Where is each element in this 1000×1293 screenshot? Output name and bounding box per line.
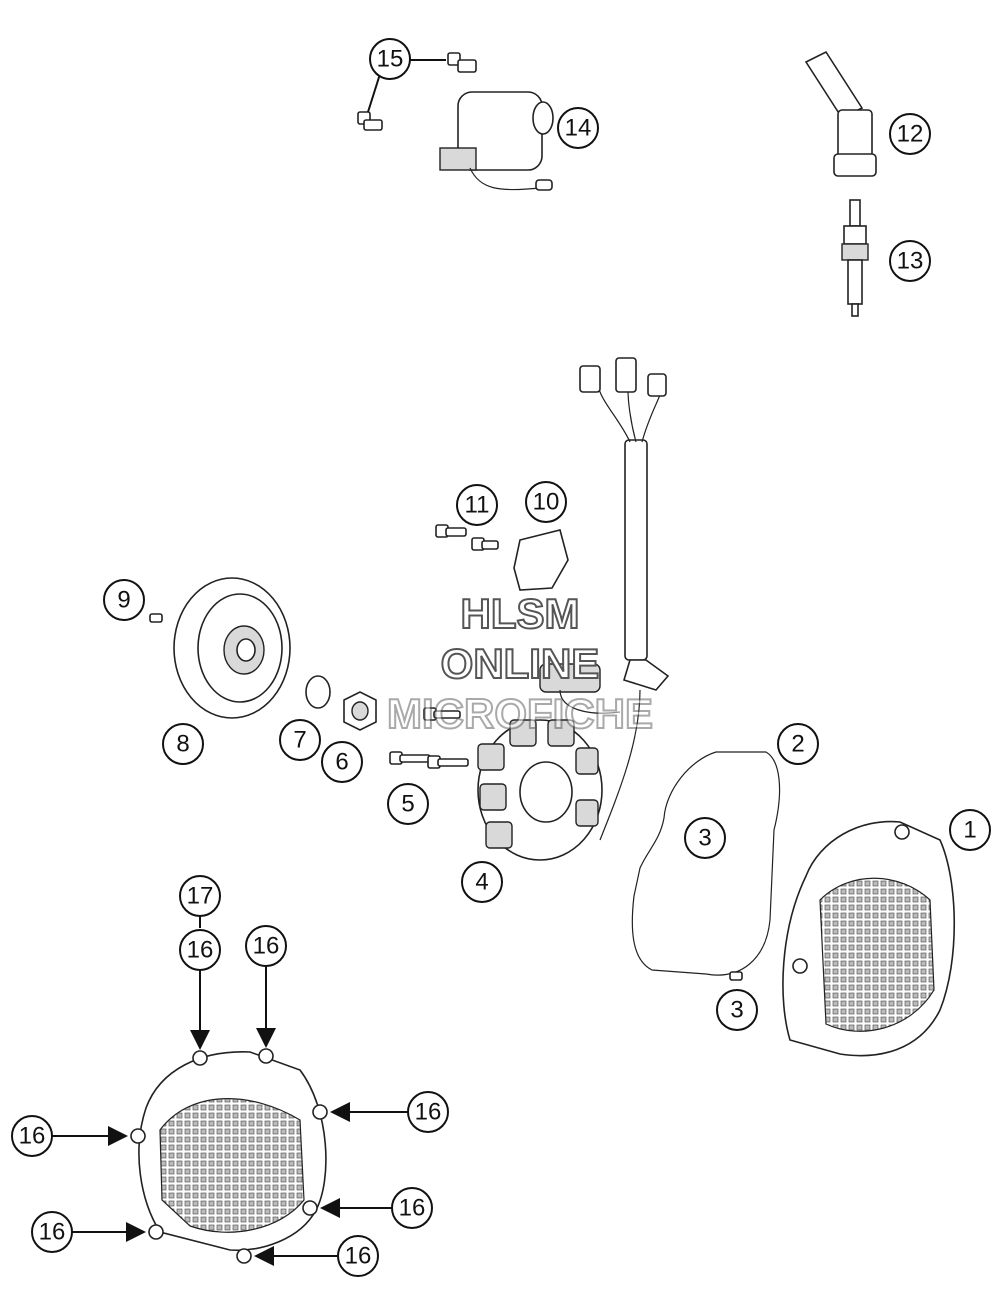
callout-1-label: 1 <box>963 817 976 844</box>
callout-11: 11 <box>456 484 498 526</box>
leader-lines <box>52 59 446 1266</box>
stator-bracket <box>513 529 569 591</box>
watermark: HLSM ONLINE MICROFICHE <box>386 589 654 738</box>
callout-6: 6 <box>321 741 363 783</box>
ignition-cover-guard <box>130 1048 328 1264</box>
callout-10-label: 10 <box>533 489 560 516</box>
callout-16-g: 16 <box>337 1235 379 1277</box>
coil-bolt-upper <box>447 52 477 73</box>
flywheel-rotor <box>173 577 291 719</box>
callout-16-f: 16 <box>31 1211 73 1253</box>
callout-8-label: 8 <box>176 731 189 758</box>
callout-9: 9 <box>103 579 145 621</box>
callout-3-upper-label: 3 <box>698 825 711 852</box>
callout-13: 13 <box>889 240 931 282</box>
callout-4-label: 4 <box>475 869 488 896</box>
stator-bolts <box>389 707 469 769</box>
watermark-line-1: HLSM <box>461 590 580 637</box>
callout-10: 10 <box>525 481 567 523</box>
callout-8: 8 <box>162 723 204 765</box>
callout-5: 5 <box>387 783 429 825</box>
spark-plug <box>841 199 869 317</box>
callout-11-label: 11 <box>465 492 490 519</box>
callout-15: 15 <box>369 38 411 80</box>
callout-12-label: 12 <box>897 121 924 148</box>
callout-16-a: 16 <box>179 929 221 971</box>
ignition-coil <box>370 91 554 271</box>
callout-2: 2 <box>777 723 819 765</box>
callout-13-label: 13 <box>897 248 924 275</box>
stator <box>477 719 603 861</box>
callout-9-label: 9 <box>117 587 130 614</box>
watermark-line-2: ONLINE <box>441 640 600 687</box>
bracket-bolts <box>435 524 499 551</box>
callout-16-g-label: 16 <box>345 1243 372 1270</box>
callout-2-label: 2 <box>791 731 804 758</box>
callout-4: 4 <box>461 861 503 903</box>
callout-5-label: 5 <box>401 791 414 818</box>
callout-16-e-label: 16 <box>399 1195 426 1222</box>
callout-14: 14 <box>557 107 599 149</box>
callout-16-b: 16 <box>245 925 287 967</box>
dowel-pin-lower <box>729 971 743 981</box>
spring-washer <box>305 675 331 709</box>
callout-16-c-label: 16 <box>415 1099 442 1126</box>
callout-16-b-label: 16 <box>253 933 280 960</box>
callout-16-d: 16 <box>11 1115 53 1157</box>
callout-15-label: 15 <box>377 46 404 73</box>
callout-16-d-label: 16 <box>19 1123 46 1150</box>
callout-17: 17 <box>179 875 221 917</box>
callout-16-c: 16 <box>407 1091 449 1133</box>
callout-7: 7 <box>279 719 321 761</box>
callout-6-label: 6 <box>335 749 348 776</box>
callout-7-label: 7 <box>293 727 306 754</box>
callout-17-label: 17 <box>187 883 214 910</box>
coil-bolt-lower <box>357 111 383 131</box>
spark-plug-cap <box>804 50 877 177</box>
callout-16-a-label: 16 <box>187 937 214 964</box>
callout-3-upper: 3 <box>684 817 726 859</box>
callout-12: 12 <box>889 113 931 155</box>
watermark-line-3: MICROFICHE <box>387 690 653 737</box>
cover-gasket <box>631 751 781 976</box>
flywheel-nut <box>343 691 377 731</box>
callout-3-lower-label: 3 <box>730 997 743 1024</box>
ignition-cover <box>782 820 956 1057</box>
woodruff-key <box>149 613 163 623</box>
stator-wire-harness <box>539 357 670 841</box>
callout-1: 1 <box>949 809 991 851</box>
callout-16-f-label: 16 <box>39 1219 66 1246</box>
callout-16-e: 16 <box>391 1187 433 1229</box>
callout-3-lower: 3 <box>716 989 758 1031</box>
callout-14-label: 14 <box>565 115 592 142</box>
